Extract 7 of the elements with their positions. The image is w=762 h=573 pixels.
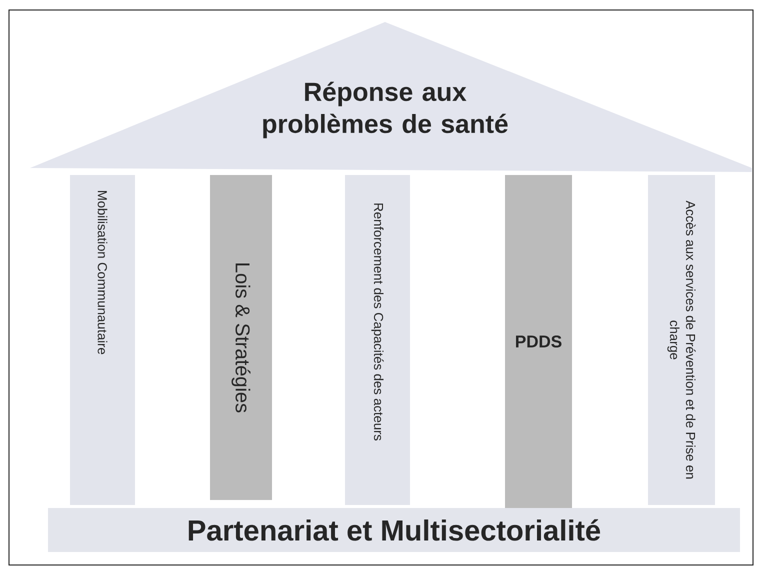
roof-triangle: Réponse aux problèmes de santé — [30, 22, 752, 172]
pillar: Mobilisation Communautaire — [70, 175, 135, 505]
base-band: Partenariat et Multisectorialité — [48, 508, 740, 552]
pillar: Lois & Stratégies — [210, 175, 272, 500]
pillar: Accès aux services de Prévention et de Prise en charge — [648, 175, 715, 505]
pillar: PDDS — [505, 175, 572, 508]
pillar: Renforcement des Capacités des acteurs — [345, 175, 410, 505]
